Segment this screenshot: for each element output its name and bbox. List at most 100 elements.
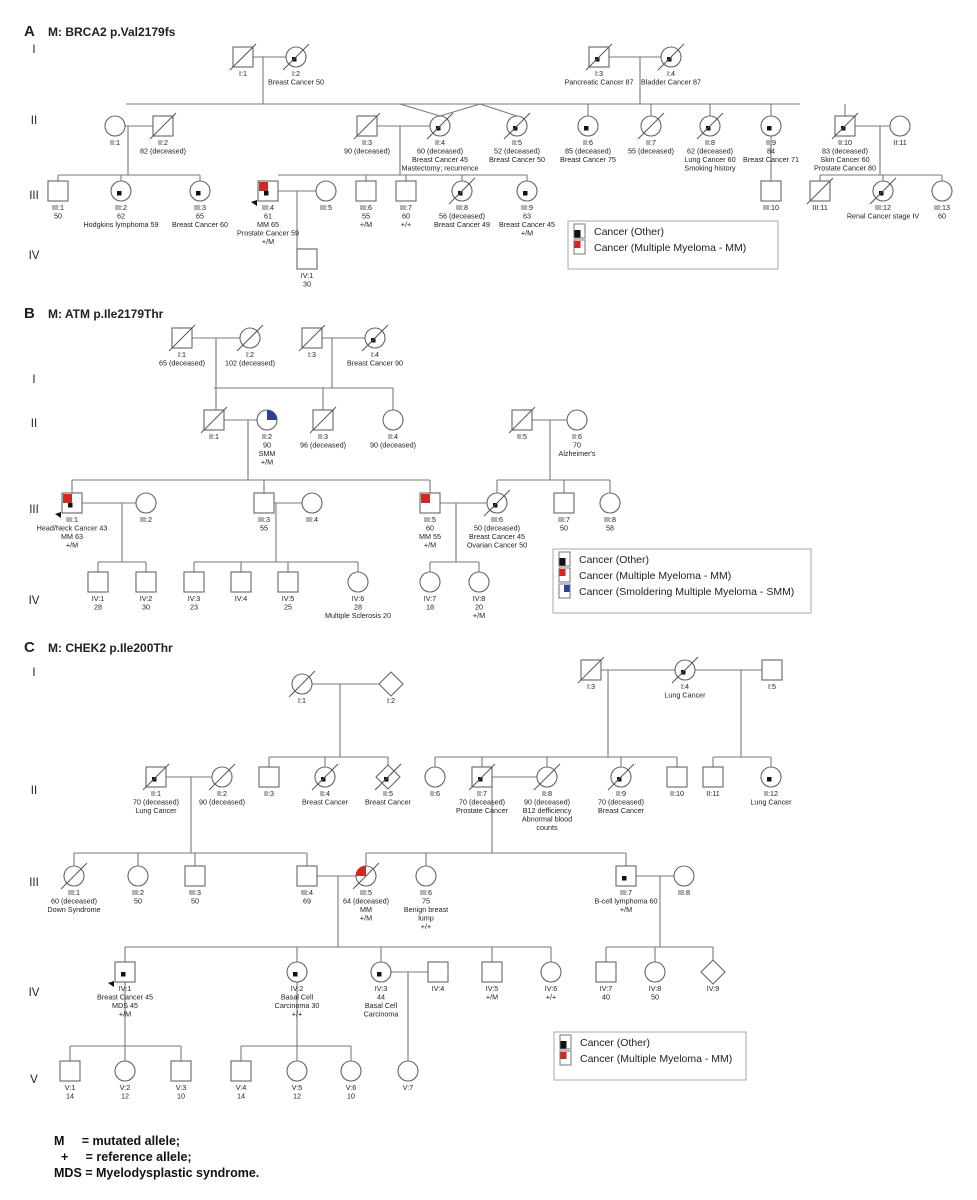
unknown-sex-symbol bbox=[700, 959, 726, 985]
individual-label: +/M bbox=[119, 1010, 131, 1019]
individual-label: Breast Cancer bbox=[598, 806, 645, 815]
individual-C-III-3: III:350 bbox=[184, 865, 206, 906]
legend-swatch-blue bbox=[564, 585, 570, 592]
individual-id: III:6 bbox=[491, 515, 503, 524]
generation-label: II bbox=[31, 115, 37, 127]
individual-id: IV:2 bbox=[140, 594, 153, 603]
deceased-slash bbox=[806, 177, 834, 205]
individual-label: 55 bbox=[362, 212, 370, 221]
individual-label: 75 bbox=[422, 897, 430, 906]
individual-label: Down Syndrome bbox=[47, 905, 100, 914]
individual-id: IV:3 bbox=[188, 594, 201, 603]
individual-C-III-4: III:469 bbox=[296, 865, 318, 906]
individual-label: Breast Cancer 45 bbox=[97, 993, 153, 1002]
individual-id: IV:5 bbox=[282, 594, 295, 603]
deceased-slash bbox=[468, 763, 496, 791]
individual-id: III:12 bbox=[875, 203, 891, 212]
legend-swatch-red bbox=[559, 569, 566, 576]
individual-id: III:2 bbox=[132, 888, 144, 897]
male-symbol bbox=[59, 1060, 81, 1082]
individual-label: +/M bbox=[424, 541, 436, 550]
male-symbol bbox=[666, 766, 688, 788]
individual-id: III:5 bbox=[424, 515, 436, 524]
individual-id: V:3 bbox=[176, 1083, 187, 1092]
individual-label: Breast Cancer 75 bbox=[560, 155, 616, 164]
mm-marker bbox=[421, 494, 430, 503]
deceased-slash bbox=[200, 406, 228, 434]
individual-B-II-4: II:490 (deceased) bbox=[370, 409, 416, 450]
individual-id: II:12 bbox=[764, 789, 778, 798]
individual-C-V-5: V:512 bbox=[286, 1060, 308, 1101]
male-symbol bbox=[296, 248, 318, 270]
individual-label: Smoking history bbox=[684, 164, 736, 173]
individual-id: II:2 bbox=[262, 432, 272, 441]
individual-label: 20 bbox=[475, 603, 483, 612]
individual-label: 14 bbox=[237, 1092, 245, 1101]
individual-id: V:5 bbox=[292, 1083, 303, 1092]
male-symbol bbox=[355, 180, 377, 202]
legend-swatch-red bbox=[560, 1052, 567, 1059]
generation-label: III bbox=[29, 877, 39, 889]
individual-B-II-3: II:396 (deceased) bbox=[300, 406, 346, 450]
legend-label: Cancer (Other) bbox=[594, 226, 664, 238]
individual-id: I:4 bbox=[667, 69, 675, 78]
female-symbol bbox=[340, 1060, 362, 1082]
individual-label: MM bbox=[360, 905, 372, 914]
deceased-slash bbox=[607, 763, 635, 791]
individual-id: II:9 bbox=[616, 789, 626, 798]
generation-label: I bbox=[32, 667, 35, 679]
individual-id: II:7 bbox=[477, 789, 487, 798]
individual-label: +/+ bbox=[546, 993, 556, 1002]
individual-B-III-3: III:355 bbox=[253, 492, 275, 533]
female-symbol bbox=[644, 961, 666, 983]
legend-swatch-black bbox=[559, 558, 566, 566]
individual-label: Basal Cell bbox=[365, 1001, 398, 1010]
individual-id: III:5 bbox=[320, 203, 332, 212]
individual-id: IV:1 bbox=[301, 271, 314, 280]
individual-label: Prostate Cancer 59 bbox=[237, 229, 299, 238]
individual-id: II:10 bbox=[670, 789, 684, 798]
individual-label: 55 bbox=[260, 524, 268, 533]
individual-id: IV:1 bbox=[119, 984, 132, 993]
deceased-slash bbox=[208, 763, 236, 791]
individual-C-IV-5: IV:5+/M bbox=[481, 961, 503, 1002]
individual-C-I-1: I:1 bbox=[288, 670, 316, 705]
individual-label: 10 bbox=[347, 1092, 355, 1101]
deceased-slash bbox=[142, 763, 170, 791]
individual-label: 60 (deceased) bbox=[417, 147, 463, 156]
individual-id: III:2 bbox=[115, 203, 127, 212]
individual-label: Basal Cell bbox=[281, 993, 314, 1002]
individual-label: +/M bbox=[261, 458, 273, 467]
individual-id: III:6 bbox=[420, 888, 432, 897]
male-symbol bbox=[258, 766, 280, 788]
panel-letter-A: A bbox=[24, 23, 35, 40]
individual-A-III-10: III:10 bbox=[760, 180, 782, 212]
individual-B-IV-3: IV:323 bbox=[183, 571, 205, 612]
female-symbol bbox=[104, 115, 126, 137]
individual-label: 44 bbox=[377, 993, 385, 1002]
individual-label: MM 55 bbox=[419, 532, 441, 541]
individual-id: IV:5 bbox=[486, 984, 499, 993]
individual-label: 58 bbox=[606, 524, 614, 533]
deceased-slash bbox=[311, 763, 339, 791]
individual-label: 30 bbox=[142, 603, 150, 612]
individual-id: II:3 bbox=[318, 432, 328, 441]
individual-label: 60 bbox=[938, 212, 946, 221]
individual-label: 62 (deceased) bbox=[687, 147, 733, 156]
generation-label: III bbox=[29, 190, 39, 202]
female-symbol bbox=[599, 492, 621, 514]
individual-label: Lung Cancer bbox=[750, 798, 792, 807]
deceased-slash bbox=[533, 763, 561, 791]
male-symbol bbox=[253, 492, 275, 514]
mm-marker bbox=[63, 494, 72, 503]
individual-id: II:3 bbox=[362, 138, 372, 147]
individual-label: Breast Cancer 49 bbox=[434, 220, 490, 229]
individual-label: 50 bbox=[134, 897, 142, 906]
individual-label: Breast Cancer 50 bbox=[268, 78, 324, 87]
deceased-slash bbox=[309, 406, 337, 434]
female-symbol bbox=[315, 180, 337, 202]
individual-C-V-7: V:7 bbox=[397, 1060, 419, 1092]
